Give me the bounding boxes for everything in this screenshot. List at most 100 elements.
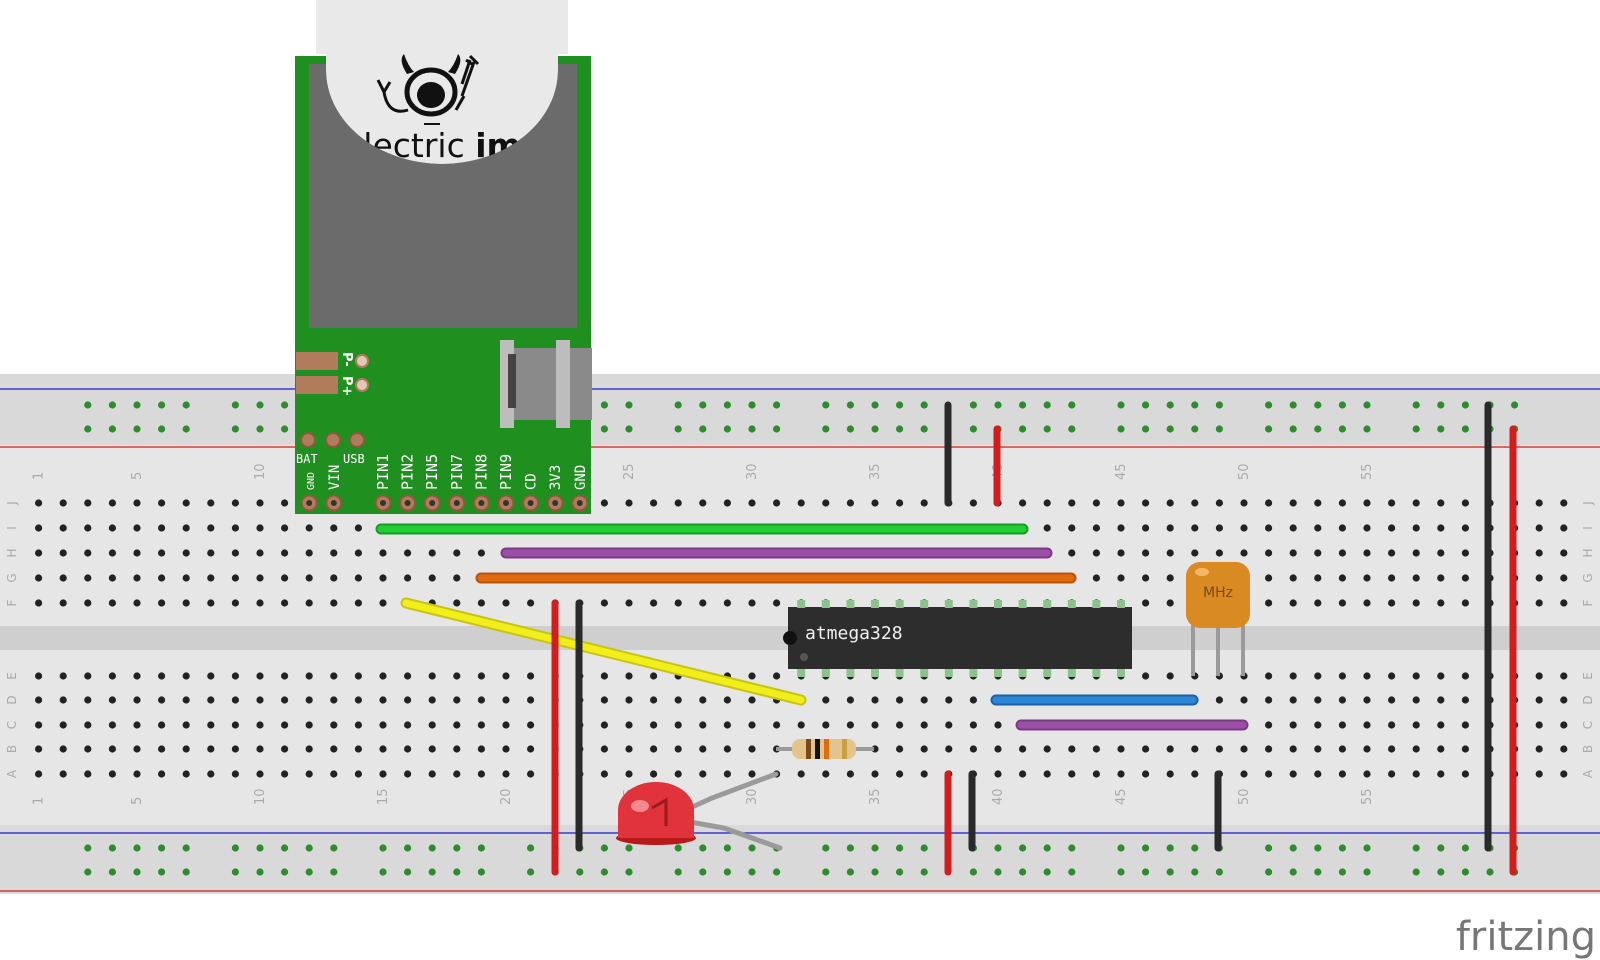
breadboard-hole	[477, 599, 485, 607]
breadboard-hole	[1043, 499, 1051, 507]
rail-hole	[1314, 425, 1322, 433]
row-letter: J	[1581, 501, 1595, 506]
breadboard-hole	[1412, 524, 1420, 532]
breadboard-hole	[1412, 745, 1420, 753]
rail-hole	[1511, 401, 1519, 409]
breadboard-hole	[35, 524, 43, 532]
column-number: 55	[1360, 788, 1375, 805]
rail-hole	[108, 868, 116, 876]
breadboard-hole	[428, 696, 436, 704]
rail-hole	[994, 844, 1002, 852]
breadboard-hole	[133, 524, 141, 532]
row-letter: A	[1581, 769, 1595, 778]
breadboard-hole	[1461, 721, 1469, 729]
rail-hole	[822, 401, 830, 409]
rail-hole	[158, 425, 166, 433]
breadboard-hole	[207, 574, 215, 582]
breadboard-hole	[1019, 745, 1027, 753]
breadboard-hole	[1412, 672, 1420, 680]
breadboard-hole	[133, 549, 141, 557]
rail-hole	[1215, 868, 1223, 876]
breadboard-hole	[158, 499, 166, 507]
breadboard-hole	[354, 549, 362, 557]
breadboard-hole	[723, 499, 732, 507]
breadboard-hole	[477, 745, 485, 753]
breadboard-hole	[59, 524, 67, 532]
breadboard-hole	[84, 696, 92, 704]
breadboard-hole	[1535, 499, 1543, 507]
rail-hole	[1019, 844, 1027, 852]
breadboard-hole	[1068, 549, 1076, 557]
rail-hole	[674, 401, 682, 409]
breadboard-hole	[133, 696, 141, 704]
breadboard-hole	[920, 696, 928, 704]
row-letter: G	[5, 573, 19, 582]
breadboard-hole	[797, 721, 805, 729]
row-letter: F	[5, 599, 19, 606]
breadboard-hole	[1068, 524, 1076, 532]
column-number: 55	[1360, 463, 1375, 480]
breadboard-hole	[699, 721, 707, 729]
breadboard-hole	[330, 745, 338, 753]
breadboard-hole	[453, 721, 461, 729]
column-number: 50	[1237, 788, 1252, 805]
imp-pad-p-minus	[296, 352, 338, 370]
breadboard-hole	[625, 499, 633, 507]
breadboard-hole	[1338, 574, 1346, 582]
rail-hole	[723, 844, 732, 852]
breadboard-hole	[59, 696, 67, 704]
breadboard-hole	[182, 499, 190, 507]
breadboard-hole	[1461, 574, 1469, 582]
breadboard-hole	[281, 599, 289, 607]
breadboard-hole	[527, 696, 535, 704]
breadboard-hole	[133, 672, 141, 680]
breadboard-hole	[1314, 696, 1322, 704]
breadboard-hole	[1461, 549, 1469, 557]
breadboard-hole	[600, 599, 609, 607]
led-dome	[618, 782, 694, 838]
rail-hole	[158, 868, 166, 876]
breadboard-hole	[1363, 721, 1371, 729]
column-number: 10	[253, 788, 268, 805]
breadboard-hole	[108, 770, 116, 778]
breadboard-hole	[625, 721, 633, 729]
fritzing-brand: fritzing	[1456, 914, 1596, 960]
breadboard-hole	[158, 770, 166, 778]
breadboard-hole	[1166, 499, 1174, 507]
breadboard-hole	[1289, 499, 1297, 507]
breadboard-hole	[158, 745, 166, 753]
chip-leg	[1092, 600, 1101, 608]
breadboard-hole	[1535, 549, 1543, 557]
breadboard-hole	[871, 696, 879, 704]
rail-hole	[1043, 401, 1051, 409]
breadboard-hole	[379, 672, 387, 680]
breadboard-hole	[404, 721, 412, 729]
rail-hole	[699, 425, 707, 433]
breadboard-hole	[59, 599, 67, 607]
breadboard-hole	[1142, 574, 1150, 582]
breadboard-hole	[108, 599, 116, 607]
breadboard-hole	[59, 672, 67, 680]
breadboard-hole	[428, 721, 436, 729]
rail-hole	[674, 868, 682, 876]
rail-hole	[256, 401, 264, 409]
breadboard-hole	[1314, 672, 1322, 680]
breadboard-hole	[994, 770, 1002, 778]
breadboard-hole	[1338, 524, 1346, 532]
breadboard-hole	[748, 770, 756, 778]
breadboard-hole	[1560, 574, 1568, 582]
rail-hole	[871, 425, 879, 433]
breadboard-hole	[256, 549, 264, 557]
imp-pin-label: CD	[524, 473, 540, 490]
rail-hole	[969, 401, 978, 409]
breadboard-hole	[1363, 770, 1371, 778]
resonator-body	[1186, 562, 1250, 628]
breadboard-hole	[108, 549, 116, 557]
breadboard-hole	[1535, 574, 1543, 582]
breadboard-hole	[305, 549, 313, 557]
imp-pin-label: VIN	[327, 465, 343, 490]
breadboard-hole	[477, 721, 485, 729]
rail-hole	[994, 401, 1002, 409]
breadboard-hole	[453, 696, 461, 704]
rail-hole	[576, 868, 584, 876]
